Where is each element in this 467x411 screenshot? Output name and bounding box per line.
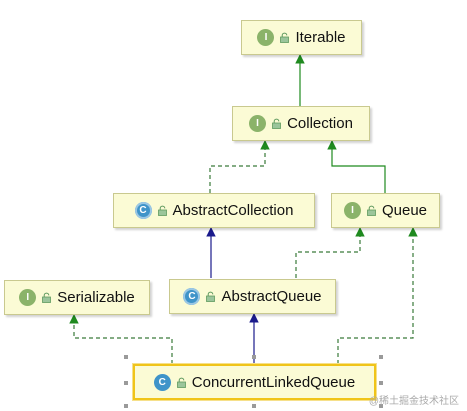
edge-queue-collection [327,140,386,193]
selection-handle[interactable] [379,355,383,359]
edge-clq-serializable [69,314,173,364]
node-abstract-collection[interactable]: C AbstractCollection [113,193,315,228]
abstract-class-icon: C [183,288,201,305]
node-label: Collection [287,115,353,132]
selection-handle[interactable] [124,404,128,408]
interface-icon: I [343,202,361,219]
lock-icon [157,205,167,216]
node-label: Iterable [295,29,346,46]
node-label: AbstractCollection [172,202,294,219]
selection-handle[interactable] [379,404,383,408]
node-collection[interactable]: I Collection [232,106,370,141]
selection-handle[interactable] [252,355,256,359]
selection-handle[interactable] [252,404,256,408]
edge-abstractqueue-queue [295,227,365,278]
node-iterable[interactable]: I Iterable [241,20,362,55]
node-label: Queue [381,202,428,219]
lock-icon [280,32,290,43]
edge-clq-queue [337,227,418,364]
node-concurrent-linked-queue[interactable]: C ConcurrentLinkedQueue [133,364,376,400]
selection-handle[interactable] [379,381,383,385]
interface-icon: I [19,289,37,306]
node-label: AbstractQueue [221,288,322,305]
interface-icon: I [249,115,267,132]
edge-abstractcollection-collection [209,140,270,193]
interface-icon: I [257,29,275,46]
node-queue[interactable]: I Queue [331,193,440,228]
lock-icon [367,205,376,216]
node-label: ConcurrentLinkedQueue [191,373,356,391]
selection-handle[interactable] [124,355,128,359]
node-label: Serializable [57,289,135,306]
node-abstract-queue[interactable]: C AbstractQueue [169,279,336,314]
lock-icon [206,291,216,302]
lock-icon [272,118,281,129]
node-serializable[interactable]: I Serializable [4,280,150,315]
watermark: @稀土掘金技术社区 [368,396,459,407]
abstract-class-icon: C [134,202,152,219]
class-icon: C [153,373,171,391]
lock-icon [176,377,186,388]
selection-handle[interactable] [124,381,128,385]
lock-icon [42,292,52,303]
